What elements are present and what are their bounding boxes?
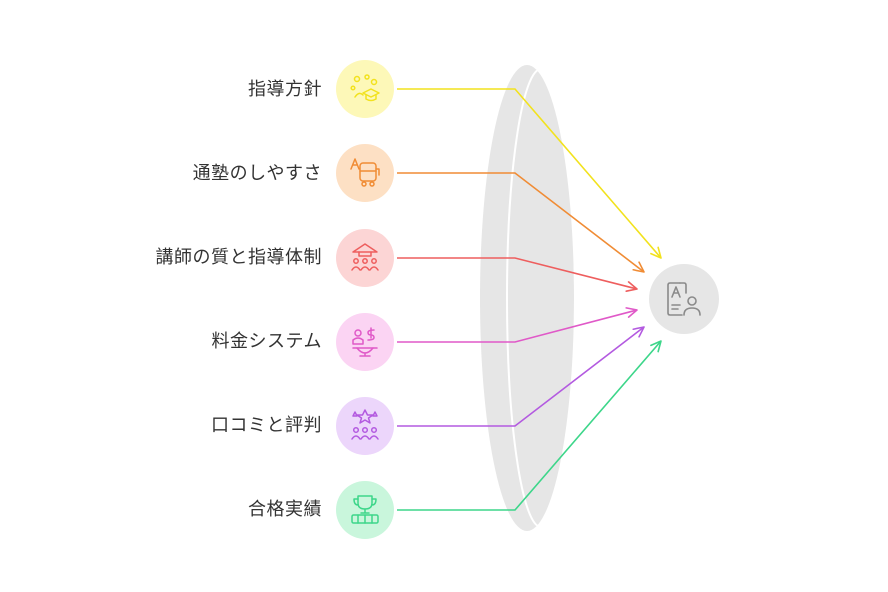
arrowhead-5: [632, 326, 645, 338]
teacher-group-icon: [336, 229, 394, 287]
icon-circle-1: [336, 60, 394, 118]
factor-label-3: 講師の質と指導体制: [155, 247, 322, 268]
arrowhead-1: [650, 246, 662, 259]
arrowhead-2: [632, 261, 645, 273]
graduation-icon: [336, 60, 394, 118]
factor-label-2: 通塾のしやすさ: [192, 163, 322, 184]
trophy-icon: [336, 481, 394, 539]
lens-body: [480, 65, 574, 531]
factor-label-5: 口コミと評判: [211, 415, 322, 436]
connector-line-3: [397, 257, 638, 290]
connector-line-5: [397, 326, 645, 427]
lens-highlight: [506, 68, 576, 528]
connector-lines: [397, 88, 662, 511]
icon-circle-5: [336, 397, 394, 455]
factor-label-6: 合格実績: [248, 499, 322, 520]
icon-circle-2: [336, 144, 394, 202]
connector-line-1: [397, 88, 662, 259]
factor-label-1: 指導方針: [248, 79, 322, 100]
review-stars-icon: [336, 397, 394, 455]
factor-label-4: 料金システム: [211, 331, 322, 352]
lens-shape: [480, 65, 576, 531]
icon-circle-4: [336, 313, 394, 371]
price-scale-icon: [336, 313, 394, 371]
arrowhead-6: [650, 340, 662, 353]
connector-line-2: [397, 172, 645, 273]
arrowhead-4: [625, 307, 638, 318]
factor-icons: [336, 60, 394, 539]
connector-line-4: [397, 309, 638, 343]
connector-line-6: [397, 340, 662, 511]
target-node: [649, 264, 719, 334]
icon-circle-3: [336, 229, 394, 287]
student-card-icon: [649, 264, 719, 334]
arrowhead-3: [625, 281, 638, 292]
bus-icon: [336, 144, 394, 202]
